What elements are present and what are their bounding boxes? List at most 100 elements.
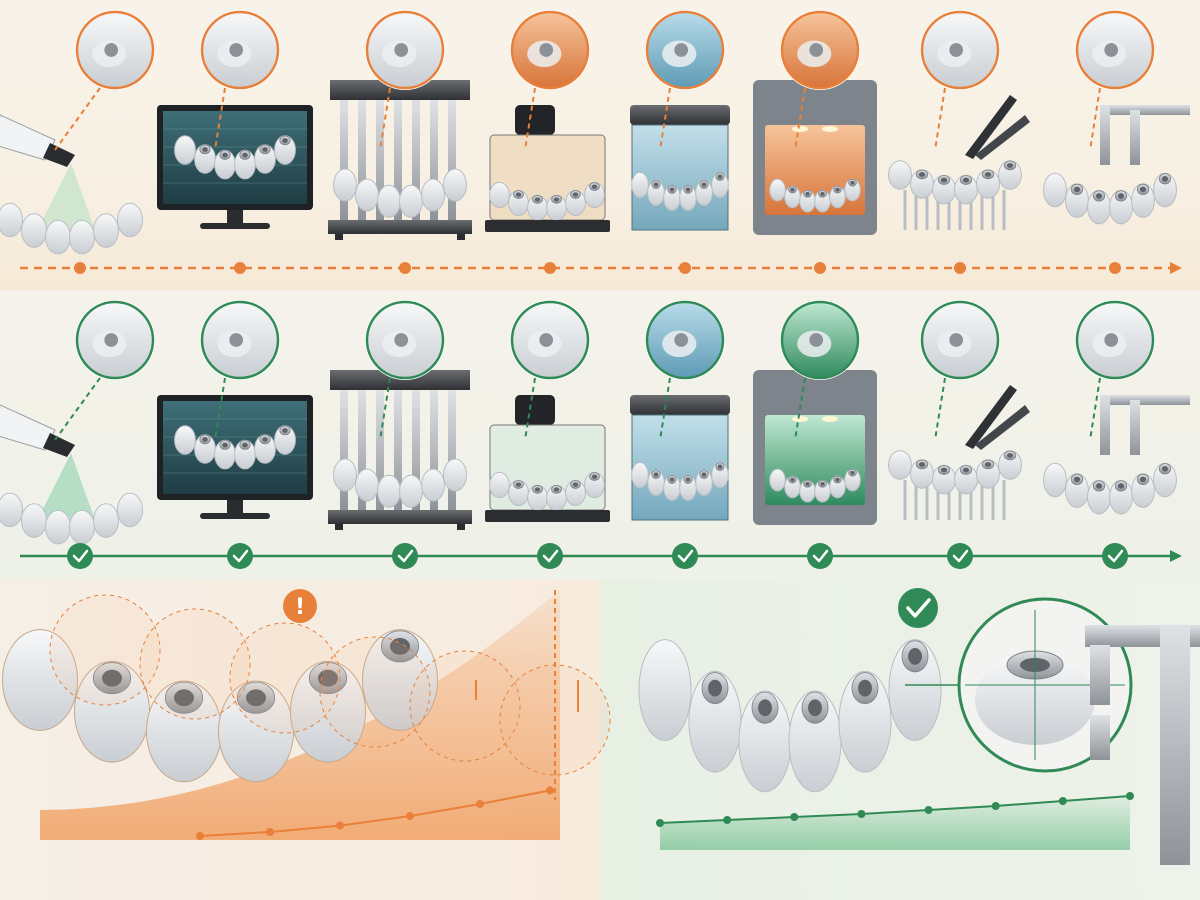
flawed-callout-line — [214, 87, 226, 151]
flawed-step-dot — [1109, 262, 1121, 274]
validated-callout-line — [214, 377, 226, 441]
cutter-icon — [888, 385, 1030, 520]
drift-outline — [409, 650, 521, 762]
validated-stage-printing — [328, 300, 472, 530]
flawed-stage-resin-tank — [485, 10, 610, 232]
validated-stage-uv-curing — [753, 300, 877, 525]
cutter-icon — [888, 95, 1030, 230]
validated-magnifier-washing — [645, 300, 725, 380]
validated-surgical-guide — [638, 639, 942, 793]
validated-workflow-stages — [0, 300, 1190, 545]
flawed-step-dot — [954, 262, 966, 274]
accuracy-trend-point — [924, 806, 933, 814]
curing-chamber-icon — [753, 80, 877, 235]
check-icon — [67, 543, 93, 569]
accuracy-trend-point — [857, 810, 866, 818]
validated-stage-digital-design — [157, 300, 313, 519]
validated-callout-line — [524, 377, 536, 441]
drift-outline — [139, 608, 251, 720]
check-icon — [807, 543, 833, 569]
check-icon — [672, 543, 698, 569]
accuracy-trend-point — [1126, 792, 1134, 800]
validated-callout-line — [659, 377, 671, 441]
validated-connector — [20, 543, 1182, 569]
accuracy-trend-line — [659, 795, 1131, 824]
resin-tank-icon — [485, 105, 610, 232]
wash-tank-icon — [630, 395, 730, 521]
deviation-band — [40, 590, 560, 840]
check-icon — [227, 543, 253, 569]
validated-callout-line — [794, 377, 806, 441]
flawed-outcome-illustration: ! — [2, 589, 611, 840]
check-icon — [947, 543, 973, 569]
validated-callout-line — [379, 377, 391, 441]
caliper-icon — [1043, 105, 1190, 225]
wash-tank-icon — [630, 105, 730, 231]
flawed-callout-line — [794, 87, 806, 151]
flawed-step-dot — [399, 262, 411, 274]
deviation-trend-point — [196, 832, 204, 840]
deviation-trend-point — [336, 821, 344, 830]
deviation-trend-point — [266, 828, 274, 836]
validated-stage-intraoral-scan — [0, 300, 155, 545]
flawed-step-dot — [544, 262, 556, 274]
flawed-step-dot — [814, 262, 826, 274]
flawed-magnifier-digital-design — [200, 10, 280, 90]
printer-icon — [328, 370, 472, 530]
validated-callout-line — [54, 377, 101, 441]
drift-outline — [49, 594, 161, 706]
flawed-timeline-arrow — [1170, 262, 1182, 274]
validated-magnifier-caliper-check — [1075, 300, 1155, 380]
accuracy-band — [660, 796, 1130, 850]
flawed-stage-intraoral-scan — [0, 10, 155, 255]
validated-timeline-arrow — [1170, 550, 1182, 562]
accuracy-trend-point — [656, 819, 664, 827]
validated-magnifier-uv-curing — [780, 300, 860, 380]
flawed-callout-line — [379, 87, 391, 151]
validated-callout-line — [934, 377, 946, 441]
warning-badge-text: ! — [295, 595, 305, 620]
accuracy-trend-point — [991, 802, 1000, 810]
check-icon — [392, 543, 418, 569]
flawed-callout-line — [1089, 87, 1101, 151]
flawed-step-dot — [234, 262, 246, 274]
flawed-connector — [20, 262, 1182, 274]
flawed-magnifier-uv-curing — [780, 10, 860, 90]
validated-outcome-illustration — [638, 588, 1200, 865]
flawed-callout-line — [659, 87, 671, 151]
flawed-stage-washing — [630, 10, 730, 231]
flawed-callout-line — [934, 87, 946, 151]
validated-magnifier-digital-design — [200, 300, 280, 380]
check-icon — [1102, 543, 1128, 569]
validated-stage-washing — [630, 300, 730, 521]
flawed-step-dot — [679, 262, 691, 274]
validated-magnifier-printing — [365, 300, 445, 380]
accuracy-trend-point — [723, 816, 732, 824]
deviation-trend-line — [199, 789, 551, 837]
monitor-icon — [157, 395, 313, 519]
flawed-stage-digital-design — [157, 10, 313, 229]
scanner-icon — [0, 404, 143, 545]
deviation-trend-point — [476, 800, 484, 808]
validated-magnifier-support-removal — [920, 300, 1000, 380]
flawed-stage-uv-curing — [753, 10, 877, 235]
resin-tank-icon — [485, 395, 610, 522]
flawed-magnifier-washing — [645, 10, 725, 90]
monitor-icon — [157, 105, 313, 229]
caliper-icon — [1085, 625, 1200, 865]
drift-outline — [319, 636, 431, 748]
flawed-magnifier-resin-tank — [510, 10, 590, 90]
validated-magnifier-intraoral-scan — [75, 300, 155, 380]
warning-icon: ! — [283, 589, 317, 623]
flawed-magnifier-printing — [365, 10, 445, 90]
check-icon — [537, 543, 563, 569]
accuracy-trend-point — [1058, 797, 1067, 805]
flawed-callout-line — [54, 87, 101, 151]
flawed-workflow-stages — [0, 10, 1190, 255]
flawed-surgical-guide — [2, 629, 438, 783]
flawed-stage-support-removal — [888, 10, 1030, 230]
drift-outline — [229, 622, 341, 734]
validated-stage-support-removal — [888, 300, 1030, 520]
caliper-icon — [1043, 395, 1190, 515]
